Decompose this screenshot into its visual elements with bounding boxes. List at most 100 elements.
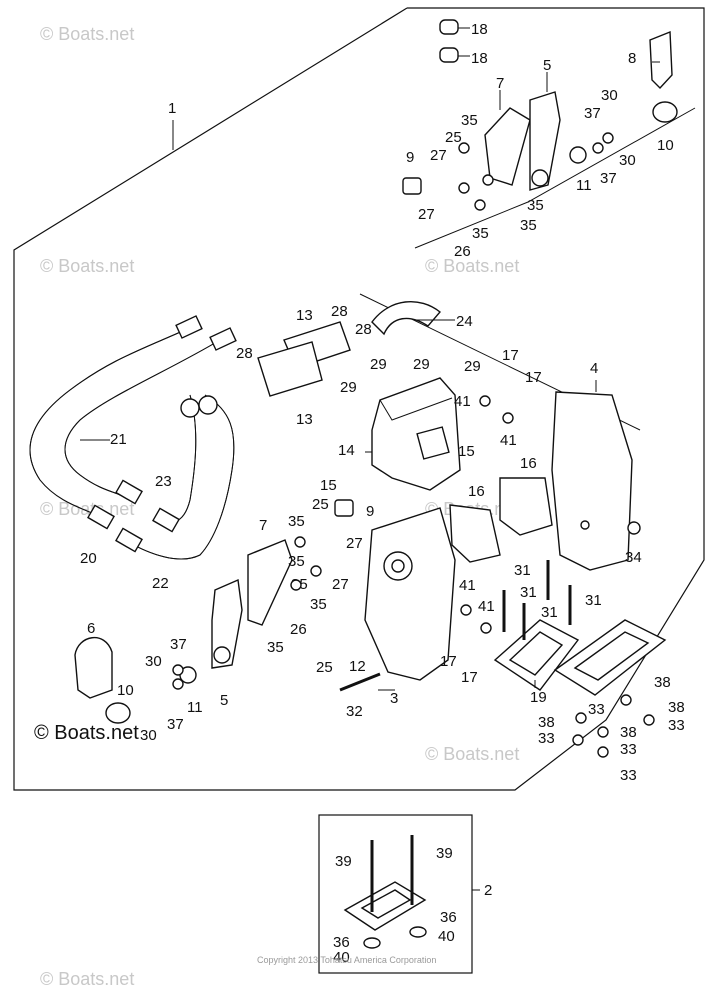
watermark: © Boats.net	[40, 969, 134, 988]
callout-37: 37	[584, 105, 601, 122]
callout-27: 27	[430, 147, 447, 164]
callout-36: 36	[440, 909, 457, 926]
callout-30: 30	[145, 653, 162, 670]
callout-35: 35	[288, 553, 305, 570]
callout-18: 18	[471, 21, 488, 38]
callout-17: 17	[440, 653, 457, 670]
callout-38: 38	[654, 674, 671, 691]
callout-33: 33	[538, 730, 555, 747]
callout-31: 31	[520, 584, 537, 601]
bracket-13	[257, 321, 351, 397]
watermark: © Boats.net	[40, 24, 134, 44]
callout-40: 40	[333, 949, 350, 966]
callout-34: 34	[625, 549, 642, 566]
callout-32: 32	[346, 703, 363, 720]
callout-13: 13	[296, 307, 313, 324]
control-box-3	[364, 507, 456, 681]
gasket-16a	[499, 477, 553, 536]
wiring-harness	[29, 315, 237, 560]
callout-17: 17	[461, 669, 478, 686]
callout-2: 2	[484, 882, 492, 899]
subassembly-parts	[343, 835, 427, 949]
callout-10: 10	[117, 682, 134, 699]
lever-7-right	[484, 107, 531, 186]
callout-35: 35	[527, 197, 544, 214]
callout-25: 25	[316, 659, 333, 676]
callout-35: 35	[267, 639, 284, 656]
callout-16: 16	[468, 483, 485, 500]
callout-17: 17	[502, 347, 519, 364]
callout-11: 11	[576, 177, 592, 194]
callout-38: 38	[620, 724, 637, 741]
callout-28: 28	[236, 345, 253, 362]
callout-37: 37	[170, 636, 187, 653]
fasteners	[172, 132, 655, 758]
callout-18: 18	[471, 50, 488, 67]
callout-27: 27	[418, 206, 435, 223]
bolts-31	[502, 560, 572, 640]
callout-15: 15	[320, 477, 337, 494]
callout-17: 17	[525, 369, 542, 386]
callout-33: 33	[668, 717, 685, 734]
knob-11-right	[569, 146, 587, 164]
handle-8	[649, 30, 673, 90]
lever-7-left	[247, 539, 293, 626]
callout-21: 21	[110, 431, 127, 448]
callout-9: 9	[366, 503, 374, 520]
callout-40: 40	[438, 928, 455, 945]
cap-9-right	[402, 177, 422, 195]
arm-5-left	[211, 578, 243, 669]
callout-25: 25	[445, 129, 462, 146]
housing-14	[371, 377, 461, 491]
callout-30: 30	[601, 87, 618, 104]
watermark: © Boats.net	[425, 744, 519, 764]
callout-13: 13	[296, 411, 313, 428]
arm-5-right	[529, 91, 561, 191]
callout-25: 25	[312, 496, 329, 513]
callout-41: 41	[454, 393, 471, 410]
leader-lines	[80, 27, 660, 891]
callout-7: 7	[259, 517, 267, 534]
callout-7: 7	[496, 75, 504, 92]
callout-29: 29	[370, 356, 387, 373]
callout-35: 35	[520, 217, 537, 234]
callout-5: 5	[220, 692, 228, 709]
callout-10: 10	[657, 137, 674, 154]
cap-9-left	[334, 499, 354, 517]
callout-31: 31	[514, 562, 531, 579]
callout-33: 33	[620, 741, 637, 758]
callout-23: 23	[155, 473, 172, 490]
callout-35: 35	[461, 112, 478, 129]
callout-24: 24	[456, 313, 473, 330]
subassembly-box	[318, 814, 473, 974]
callout-4: 4	[590, 360, 598, 377]
watermark: © Boats.net	[425, 256, 519, 276]
callout-12: 12	[349, 658, 366, 675]
callout-19: 19	[530, 689, 547, 706]
callouts: 18 18 8 7 5 30 37 35 25 27 9 10 11 30 37…	[80, 21, 685, 966]
callout-26: 26	[454, 243, 471, 260]
callout-26: 26	[290, 621, 307, 638]
callout-39: 39	[335, 853, 352, 870]
callout-37: 37	[167, 716, 184, 733]
callout-8: 8	[628, 50, 636, 67]
callout-36: 36	[333, 934, 350, 951]
gasket-16b	[449, 504, 501, 563]
callout-3: 3	[390, 690, 398, 707]
callout-29: 29	[413, 356, 430, 373]
callout-5: 5	[543, 57, 551, 74]
callout-14: 14	[338, 442, 355, 459]
callout-27: 27	[346, 535, 363, 552]
callout-41: 41	[478, 598, 495, 615]
callout-1: 1	[168, 100, 176, 117]
watermark: © Boats.net	[40, 499, 134, 519]
callout-11: 11	[187, 699, 203, 716]
callout-31: 31	[541, 604, 558, 621]
callout-35: 35	[472, 225, 489, 242]
callout-30: 30	[140, 727, 157, 744]
callout-30: 30	[619, 152, 636, 169]
bushing-10-left	[105, 702, 131, 724]
callout-29: 29	[464, 358, 481, 375]
handle-6	[74, 636, 113, 699]
